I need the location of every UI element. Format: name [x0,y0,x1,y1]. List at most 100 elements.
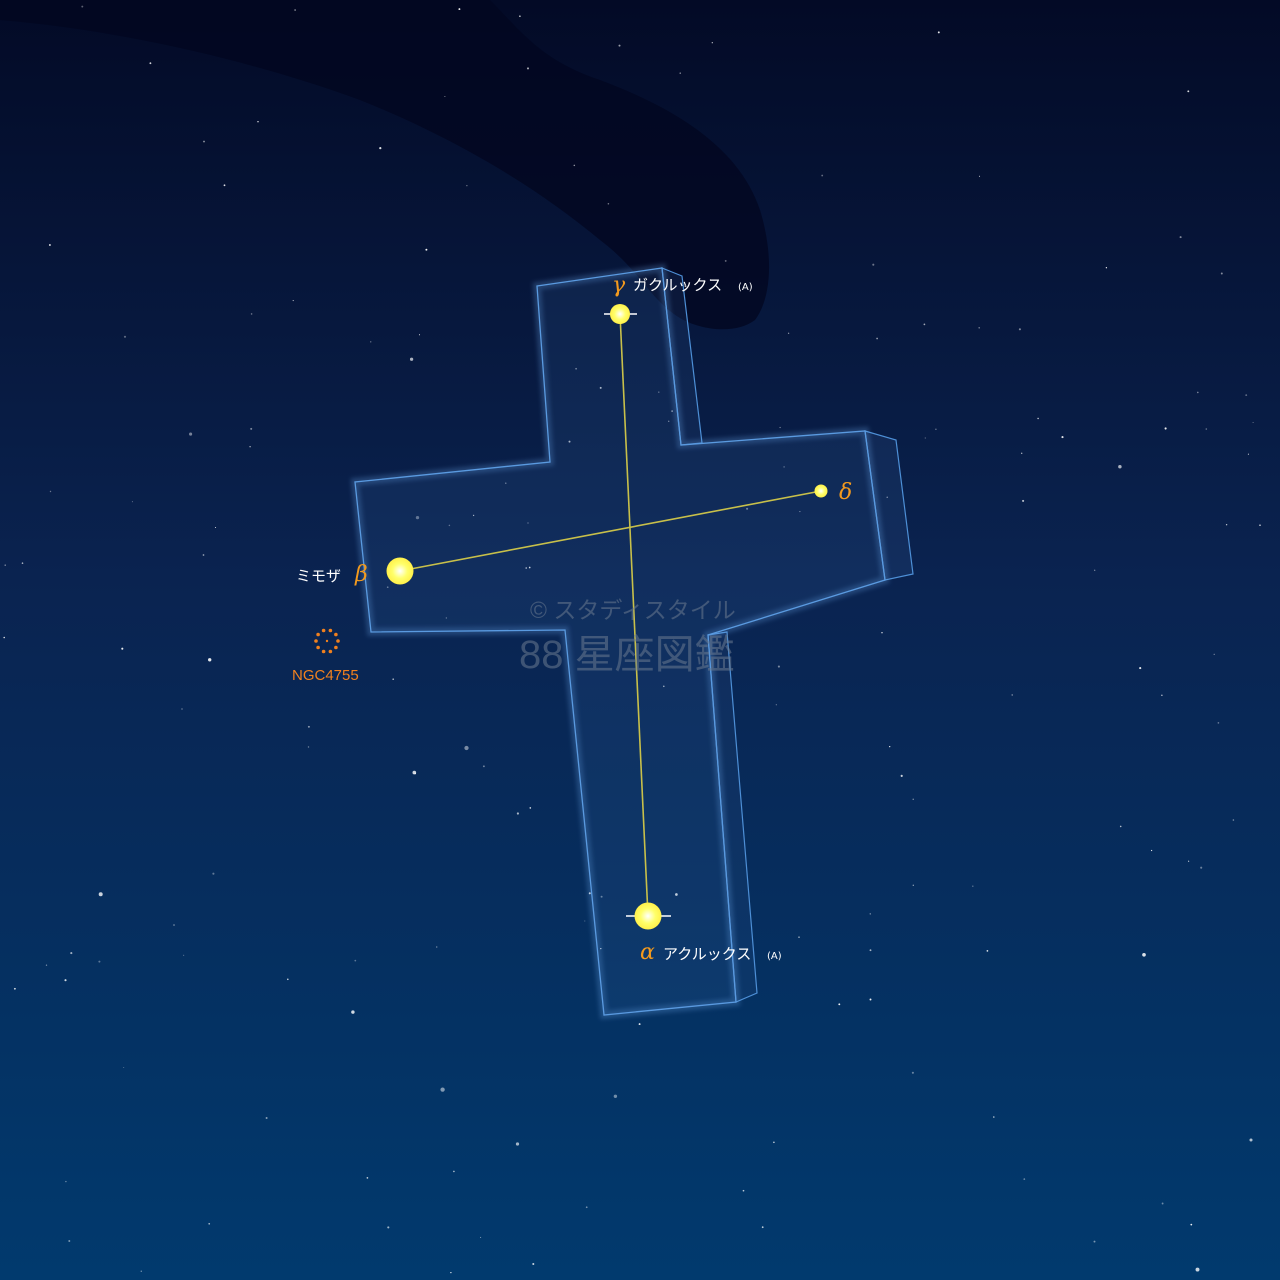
star-name-gamma: ガクルックス [633,276,722,294]
background-star [292,300,294,302]
background-star [64,979,67,982]
background-star [1021,452,1023,454]
star-beta[interactable] [386,557,414,585]
cluster-dot [314,639,318,643]
star-delta[interactable] [814,484,828,498]
label-alpha: α アクルックス (A) [640,940,782,965]
background-star [1150,849,1153,852]
background-star [684,285,687,288]
background-star [746,507,749,510]
background-star [1205,428,1208,430]
background-star [515,1142,520,1146]
background-star [1018,328,1021,331]
background-star [123,335,127,338]
background-star [466,185,468,187]
background-star [1093,1240,1096,1243]
background-star [889,745,891,748]
background-star [613,1094,618,1099]
background-star [773,1141,775,1144]
background-star [886,496,888,498]
background-star [1161,694,1163,696]
background-star [787,332,790,334]
cluster-dot [328,628,333,633]
background-star [1161,1202,1164,1205]
background-star [937,31,940,34]
constellation-figure [350,263,914,1020]
background-star [675,893,678,896]
background-star [181,708,183,710]
background-star [1195,1267,1200,1272]
background-star [409,357,414,361]
background-star [1196,391,1199,394]
background-star [249,445,251,448]
background-star [480,1236,482,1238]
background-star [307,725,310,728]
background-star [183,954,185,956]
background-star [387,1226,390,1229]
background-star [98,960,101,963]
background-star [872,263,875,266]
background-star [600,895,603,898]
background-star [742,1189,745,1192]
background-star [45,964,48,966]
background-star [724,259,727,262]
background-star [1118,464,1122,469]
line-gamma-alpha [619,313,649,917]
background-star [1200,866,1203,869]
background-star [1094,569,1096,571]
background-star [526,67,530,70]
star-gamma[interactable] [604,304,637,324]
star-alpha[interactable] [626,902,671,930]
background-star [1142,952,1146,957]
cluster-dot [334,632,338,637]
star-suffix-gamma: (A) [738,282,753,293]
background-star [573,164,576,167]
background-star [203,140,205,143]
open-cluster-icon[interactable] [314,628,340,654]
background-star [386,586,389,589]
background-star [121,647,124,650]
background-star [618,44,621,47]
background-star [98,892,103,897]
background-star [392,678,395,681]
background-star [140,1270,142,1272]
label-beta: ミモザ β [296,562,368,587]
background-star [482,765,485,768]
background-star [81,5,84,8]
background-star [1061,436,1064,439]
background-star [366,1177,369,1179]
label-gamma: γ ガクルックス (A) [612,273,753,298]
background-star [458,8,461,11]
background-star [1011,694,1013,696]
background-star [1139,667,1142,670]
background-star [1225,524,1228,526]
background-star [1252,421,1254,424]
background-star [418,334,421,336]
cluster-label: NGC4755 [292,667,359,684]
background-star [779,426,781,429]
background-star [1187,90,1190,93]
cross-outline [354,267,886,1016]
background-star [1190,1223,1193,1226]
background-star [978,175,981,177]
background-star [414,772,417,775]
background-star [798,936,800,938]
background-star [900,774,903,777]
background-star [1217,722,1220,724]
background-star [1022,499,1025,502]
background-star [425,248,428,251]
background-star [869,998,872,1001]
constellation-lines [399,313,822,917]
background-star [529,807,532,809]
background-star [3,636,5,639]
background-star [532,1262,535,1266]
background-star [528,566,531,569]
background-star [208,658,212,662]
background-star [1119,825,1122,828]
cluster-dot [321,649,326,654]
background-star [638,1023,641,1026]
background-star [444,95,446,98]
watermark-copyright: © スタディスタイル [530,597,736,623]
background-star [935,428,937,430]
background-star [761,1226,764,1229]
